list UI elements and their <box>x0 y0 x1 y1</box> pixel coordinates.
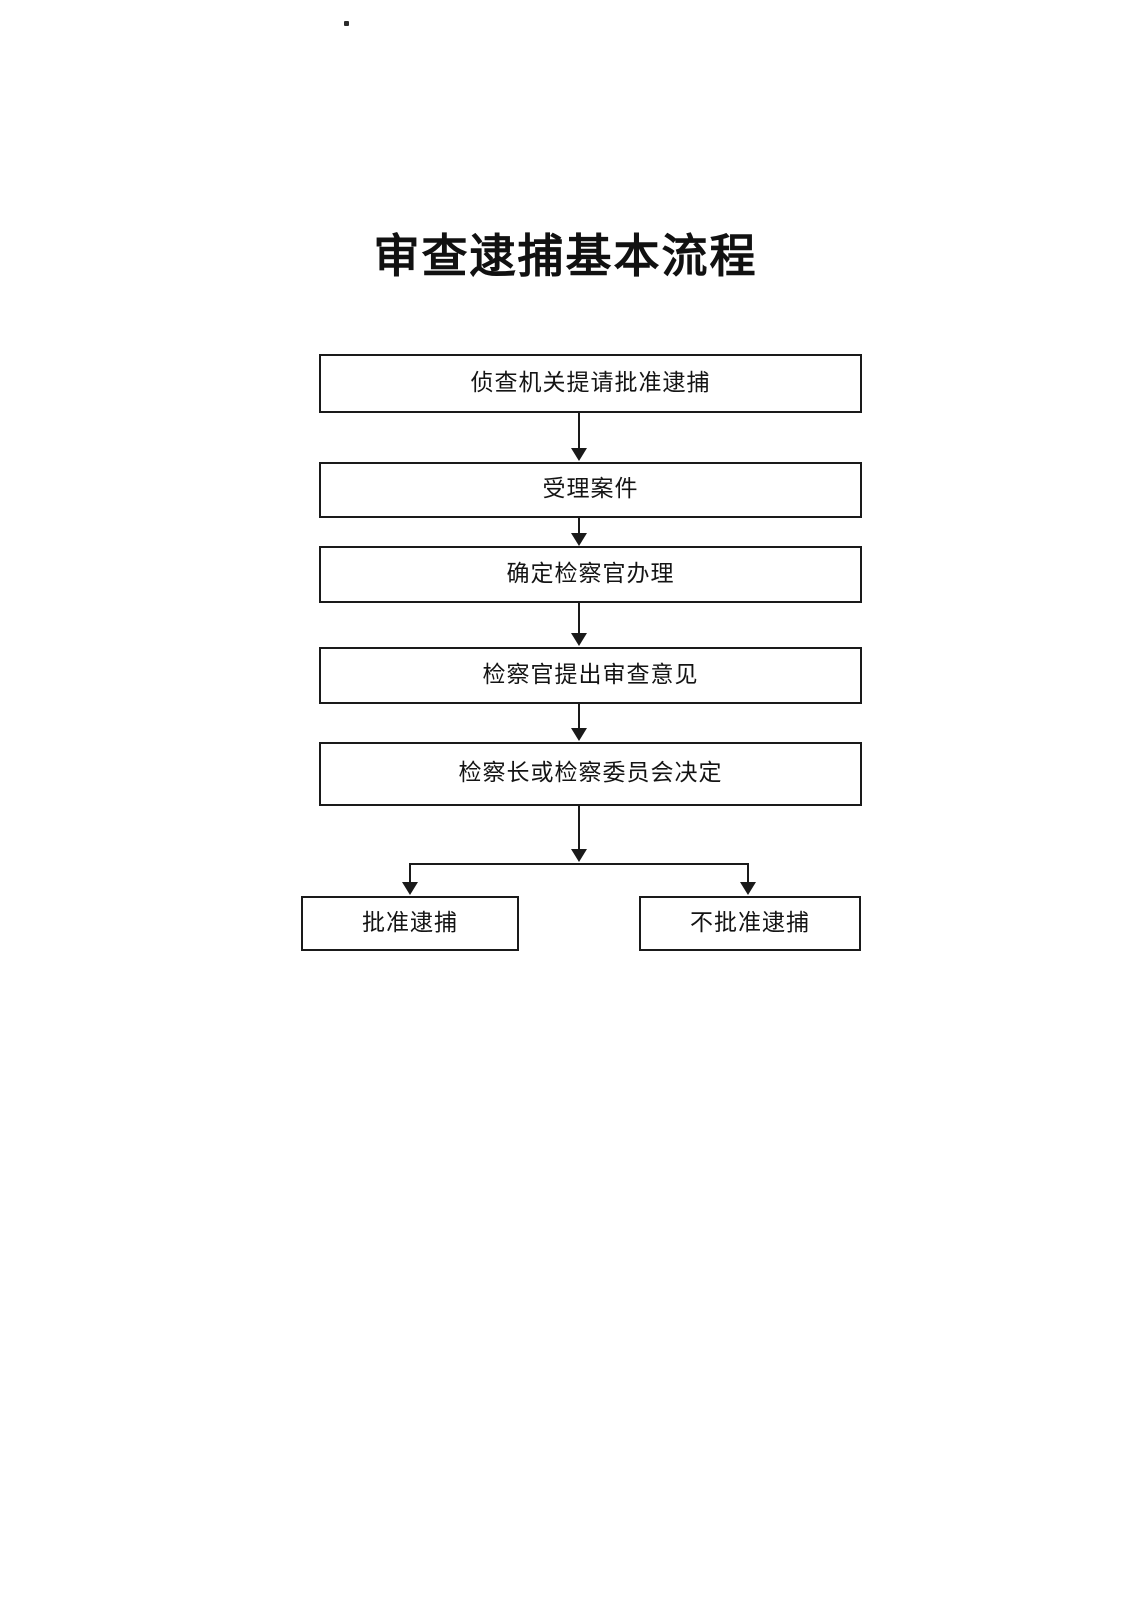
branch-line-left <box>409 863 411 884</box>
branch-horizontal-line <box>409 863 749 865</box>
connector-arrowhead-4 <box>571 728 587 741</box>
flow-node-disapprove-arrest: 不批准逮捕 <box>639 896 861 951</box>
connector-line-3 <box>578 603 580 635</box>
branch-arrowhead-right <box>740 882 756 895</box>
branch-arrowhead-left <box>402 882 418 895</box>
connector-arrowhead-2 <box>571 533 587 546</box>
flow-node-accept-case: 受理案件 <box>319 462 862 518</box>
flow-node-assign-prosecutor: 确定检察官办理 <box>319 546 862 603</box>
page-title: 审查逮捕基本流程 <box>373 229 758 283</box>
connector-line-5 <box>578 806 580 851</box>
branch-line-right <box>747 863 749 884</box>
connector-arrowhead-1 <box>571 448 587 461</box>
connector-arrowhead-5 <box>571 849 587 862</box>
connector-arrowhead-3 <box>571 633 587 646</box>
connector-line-4 <box>578 704 580 730</box>
flow-node-approve-arrest: 批准逮捕 <box>301 896 519 951</box>
connector-line-1 <box>578 413 580 450</box>
flow-node-chief-prosecutor-decision: 检察长或检察委员会决定 <box>319 742 862 806</box>
flow-node-investigation-request: 侦查机关提请批准逮捕 <box>319 354 862 413</box>
flow-node-prosecutor-review-opinion: 检察官提出审查意见 <box>319 647 862 704</box>
connector-line-2 <box>578 518 580 535</box>
scan-speck-artifact <box>344 21 349 26</box>
